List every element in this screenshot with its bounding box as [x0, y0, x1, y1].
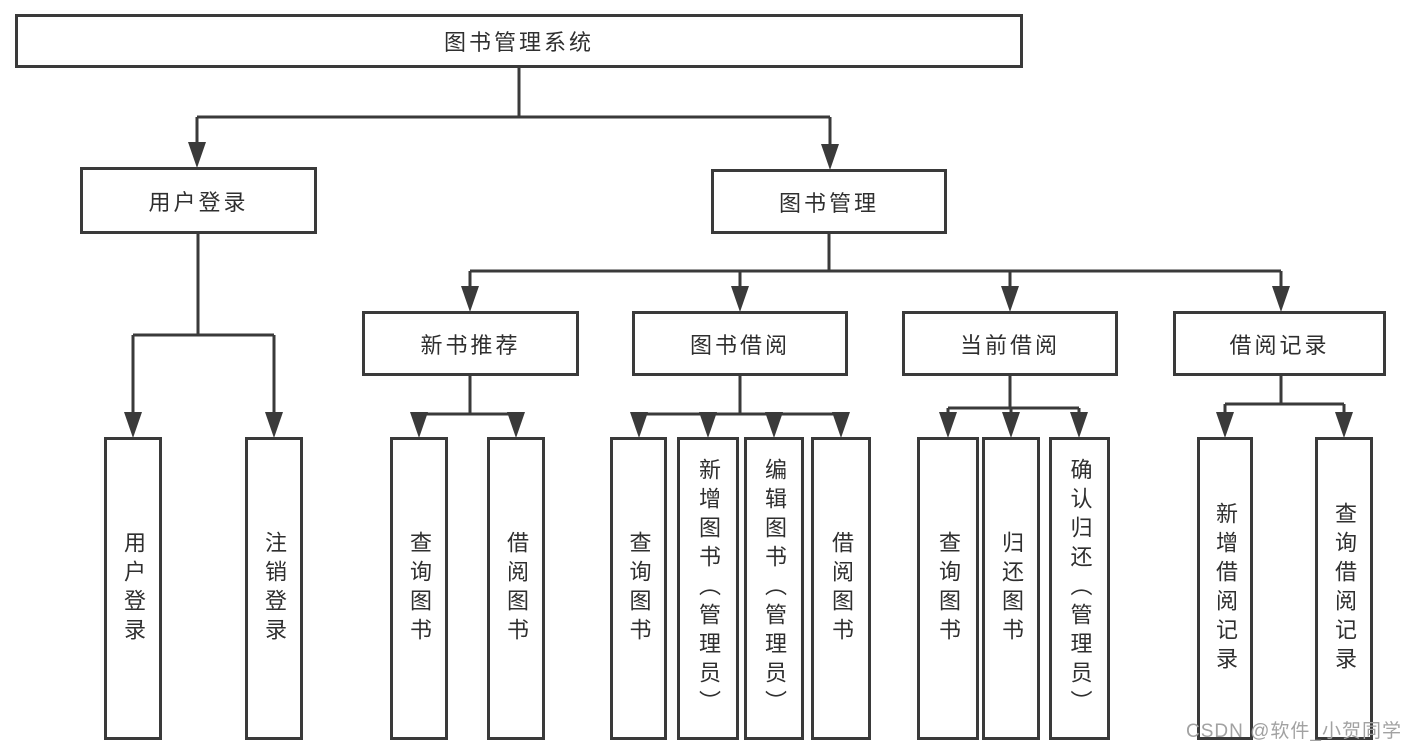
node-label: 查询借阅记录	[1332, 501, 1357, 676]
node-label: 图书管理系统	[443, 30, 594, 55]
node-label: 确认归还（管理员）	[1067, 458, 1093, 719]
leaf-logout: 注销登录	[245, 437, 303, 740]
leaf-borrow-book-recommend: 借阅图书	[487, 437, 545, 740]
node-book-management: 图书管理	[711, 169, 947, 234]
arrowheads	[124, 142, 1353, 438]
node-label: 借阅图书	[504, 530, 529, 647]
node-label: 注销登录	[262, 530, 287, 647]
leaf-borrow-book-borrowing: 借阅图书	[811, 437, 871, 740]
watermark: CSDN @软件_小贺同学	[1186, 721, 1402, 742]
node-label: 归还图书	[999, 530, 1024, 647]
node-label: 用户登录	[121, 530, 146, 647]
node-label: 借阅图书	[829, 530, 854, 647]
node-label: 图书借阅	[689, 332, 790, 358]
node-book-borrowing: 图书借阅	[632, 311, 848, 376]
leaf-query-book-borrowing: 查询图书	[610, 437, 667, 740]
node-label: 当前借阅	[959, 332, 1060, 358]
node-label: 查询图书	[936, 530, 961, 647]
node-current-borrowing: 当前借阅	[902, 311, 1118, 376]
node-label: 图书管理	[778, 190, 879, 216]
leaf-edit-book-admin: 编辑图书（管理员）	[744, 437, 804, 740]
node-label: 查询图书	[626, 530, 652, 647]
leaf-query-book-recommend: 查询图书	[390, 437, 448, 740]
node-label: 新增借阅记录	[1213, 501, 1238, 676]
node-label: 用户登录	[148, 189, 249, 215]
node-label: 编辑图书（管理员）	[762, 458, 787, 719]
leaf-return-book: 归还图书	[982, 437, 1040, 740]
node-borrowing-records: 借阅记录	[1173, 311, 1386, 376]
leaf-add-book-admin: 新增图书（管理员）	[677, 437, 739, 740]
leaf-query-borrow-record: 查询借阅记录	[1315, 437, 1373, 740]
node-label: 查询图书	[407, 530, 432, 647]
node-label: 新增图书（管理员）	[696, 458, 721, 719]
node-label: 新书推荐	[420, 332, 521, 358]
node-user-login: 用户登录	[80, 167, 317, 234]
leaf-query-book-current: 查询图书	[917, 437, 979, 740]
leaf-user-login: 用户登录	[104, 437, 162, 740]
leaf-add-borrow-record: 新增借阅记录	[1197, 437, 1253, 740]
tree-edges	[131, 68, 1346, 420]
node-root-system: 图书管理系统	[15, 14, 1023, 68]
node-new-book-recommendation: 新书推荐	[362, 311, 579, 376]
leaf-confirm-return-admin: 确认归还（管理员）	[1049, 437, 1110, 740]
node-label: 借阅记录	[1229, 332, 1330, 358]
